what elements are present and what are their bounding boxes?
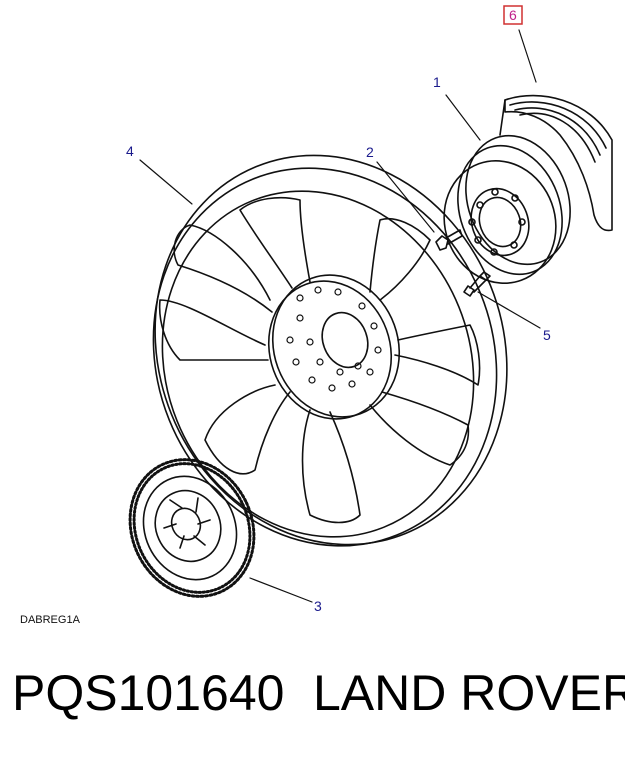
callout-2: 2	[366, 144, 374, 160]
callout-3: 3	[314, 598, 322, 614]
drive-belt	[499, 94, 613, 232]
cooling-fan	[152, 154, 508, 547]
callout-5: 5	[543, 327, 551, 343]
viscous-fan-coupling	[128, 458, 256, 598]
drawing-code: DABREG1A	[20, 614, 81, 626]
callout-6-highlight-box	[503, 5, 523, 25]
caption: PQS101640 LAND ROVER	[0, 664, 625, 744]
part-number: PQS101640	[12, 665, 285, 721]
brand-name: LAND ROVER	[313, 665, 625, 721]
callout-6: 6	[509, 7, 517, 23]
leader-lines	[139, 29, 541, 603]
callout-labels: 6 1 2 4 5 3 DABREG1A	[20, 5, 551, 626]
exploded-parts-diagram: 6 1 2 4 5 3 DABREG1A	[20, 5, 613, 626]
crankshaft-pulley	[443, 134, 571, 285]
callout-4: 4	[126, 143, 134, 159]
callout-1: 1	[433, 74, 441, 90]
